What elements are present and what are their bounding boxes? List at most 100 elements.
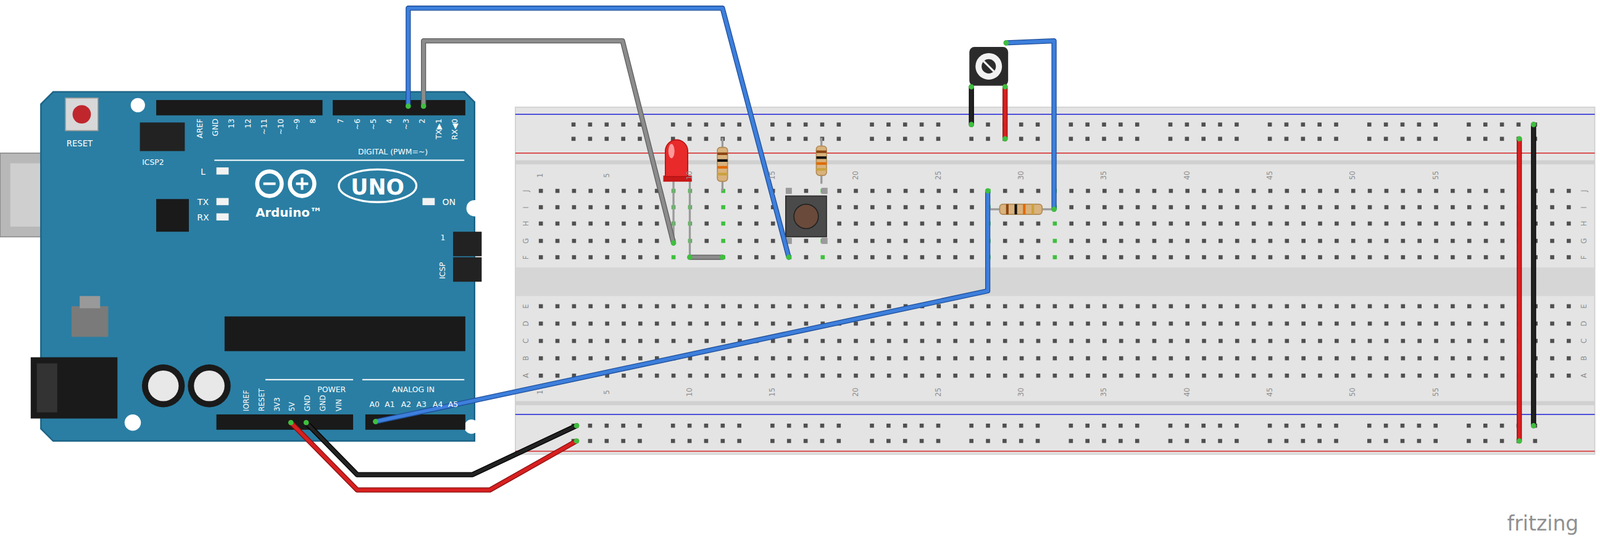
wire-end: [303, 419, 310, 426]
resistor-symbol: [816, 150, 827, 154]
breadboard-hole: [1168, 321, 1173, 326]
breadboard-hole: [969, 204, 975, 210]
breadboard-hole: [953, 254, 958, 260]
row-letter: H: [1580, 220, 1589, 227]
breadboard-hole: [1019, 438, 1024, 444]
breadboard-hole: [1035, 136, 1041, 141]
column-number: 10: [686, 170, 694, 181]
breadboard-hole: [1433, 204, 1439, 210]
power-header: [216, 414, 354, 430]
row-letter: I: [522, 206, 531, 209]
column-number: 20: [852, 387, 860, 397]
breadboard-hole: [1135, 338, 1141, 344]
breadboard-hole: [737, 254, 742, 260]
breadboard-hole: [803, 423, 809, 428]
breadboard-hole: [1119, 254, 1124, 260]
breadboard-hole: [588, 221, 593, 226]
breadboard-hole: [969, 321, 975, 326]
wire: [689, 255, 723, 260]
breadboard-hole: [1217, 438, 1223, 444]
breadboard-hole: [1433, 338, 1439, 344]
breadboard-hole: [704, 221, 709, 226]
breadboard-hole: [1234, 122, 1239, 127]
breadboard-hole: [1235, 221, 1240, 226]
pin-label: A1: [384, 400, 395, 408]
row-letter: B: [522, 355, 531, 361]
breadboard-hole: [1500, 122, 1505, 127]
wire: [1006, 40, 1055, 210]
breadboard-hole: [621, 321, 626, 326]
wire: [408, 8, 789, 257]
resistor-symbol: [717, 166, 728, 169]
breadboard-hole: [1317, 338, 1323, 344]
breadboard-hole: [1317, 238, 1323, 244]
breadboard-hole: [1268, 188, 1273, 194]
breadboard-hole: [688, 321, 693, 326]
breadboard-hole: [1036, 304, 1041, 309]
wire-end: [1003, 40, 1010, 46]
breadboard-hole: [1566, 254, 1571, 260]
breadboard-hole: [1285, 338, 1290, 344]
breadboard-hole: [688, 373, 693, 378]
breadboard-hole: [953, 221, 958, 226]
breadboard-hole: [770, 438, 775, 444]
breadboard-hole: [1317, 304, 1323, 309]
breadboard-hole: [704, 136, 709, 141]
breadboard-hole: [1052, 254, 1057, 260]
column-number: 50: [1350, 170, 1358, 181]
status-led: [216, 167, 230, 175]
breadboard-hole: [1500, 356, 1505, 361]
breadboard-hole: [754, 304, 759, 309]
breadboard-hole: [953, 321, 958, 326]
breadboard-hole: [737, 122, 742, 127]
breadboard-hole: [870, 188, 875, 194]
breadboard-hole: [1550, 188, 1555, 194]
breadboard-hole: [538, 304, 544, 309]
breadboard-hole: [1550, 221, 1555, 226]
breadboard-hole: [1085, 423, 1090, 428]
breadboard-hole: [1003, 304, 1008, 309]
breadboard-hole: [670, 122, 676, 127]
breadboard-hole: [820, 338, 825, 344]
breadboard-hole: [688, 304, 693, 309]
breadboard-hole: [1069, 373, 1074, 378]
breadboard-hole: [572, 321, 577, 326]
breadboard-hole: [555, 221, 560, 226]
breadboard-hole: [588, 254, 593, 260]
breadboard-hole: [787, 122, 792, 127]
resistor-symbol: [816, 137, 827, 184]
breadboard-hole: [1351, 321, 1356, 326]
breadboard-hole: [887, 204, 892, 210]
pin-label: 13: [227, 118, 236, 129]
breadboard-hole: [654, 304, 660, 309]
breadboard-hole: [1035, 438, 1041, 444]
breadboard-hole: [1351, 254, 1356, 260]
breadboard-hole: [1301, 373, 1306, 378]
breadboard-hole: [1334, 204, 1339, 210]
breadboard-hole: [604, 423, 609, 428]
breadboard-hole: [588, 304, 593, 309]
breadboard-hole: [1019, 238, 1025, 244]
breadboard-hole: [1483, 356, 1489, 361]
breadboard-hole: [804, 356, 809, 361]
breadboard-hole: [671, 338, 676, 344]
breadboard-hole: [1285, 373, 1290, 378]
wire: [1516, 138, 1522, 441]
breadboard-hole: [1450, 304, 1455, 309]
breadboard-hole: [538, 356, 544, 361]
breadboard-hole: [1152, 373, 1157, 378]
wire-end: [719, 254, 726, 260]
row-letter: G: [522, 238, 531, 244]
breadboard-hole: [804, 254, 809, 260]
breadboard-hole: [1201, 204, 1207, 210]
breadboard-hole: [555, 188, 560, 194]
breadboard-hole: [1550, 204, 1555, 210]
breadboard-hole: [1367, 338, 1373, 344]
breadboard-hole: [837, 373, 842, 378]
wire: [375, 190, 988, 422]
breadboard-hole: [1351, 356, 1356, 361]
breadboard-hole: [1102, 304, 1107, 309]
breadboard-hole: [1101, 438, 1107, 444]
led-symbol: [665, 139, 688, 177]
